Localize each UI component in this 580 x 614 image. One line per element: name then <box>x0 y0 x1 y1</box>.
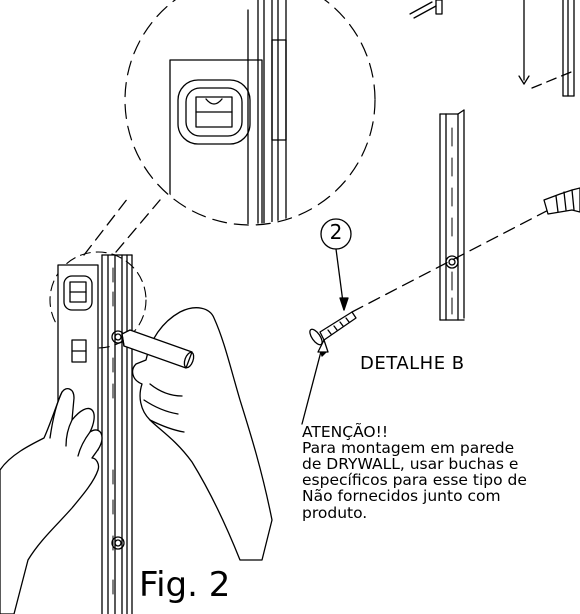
wall-plug <box>543 187 580 215</box>
figure-label: Fig. 2 <box>139 565 231 605</box>
warning-line-5: produto. <box>302 503 368 522</box>
left-hand <box>0 387 103 614</box>
magnify-leader-right <box>115 199 161 253</box>
detail-b-rail <box>439 109 465 321</box>
bubble-window <box>177 79 251 145</box>
top-right-screws <box>409 0 577 97</box>
alignment-line <box>351 203 561 313</box>
magnified-detail-circle <box>124 0 376 226</box>
detail-circle-small <box>49 251 147 349</box>
rail-screw-bottom <box>111 536 125 550</box>
warning-leader <box>301 339 325 425</box>
pencil <box>121 329 195 369</box>
callout-number: 2 <box>329 220 343 244</box>
warning-line-2: de DRYWALL, usar buchas e <box>302 455 519 474</box>
warning-line-1: Para montagem em parede <box>302 439 515 458</box>
warning-title: ATENÇÃO!! <box>302 423 389 441</box>
warning-line-3: específicos para esse tipo de <box>302 471 527 490</box>
right-hand <box>131 307 273 561</box>
screw <box>309 311 357 357</box>
warning-note: ATENÇÃO!! Para montagem em parede de DRY… <box>302 424 527 521</box>
detail-b-label: DETALHE B <box>360 353 465 374</box>
wall-rail <box>101 254 133 614</box>
warning-line-4: Não fornecidos junto com <box>302 487 501 506</box>
magnify-leader-left <box>83 197 129 256</box>
detail-b-hole <box>445 255 459 269</box>
magnified-level-tool <box>169 0 287 224</box>
